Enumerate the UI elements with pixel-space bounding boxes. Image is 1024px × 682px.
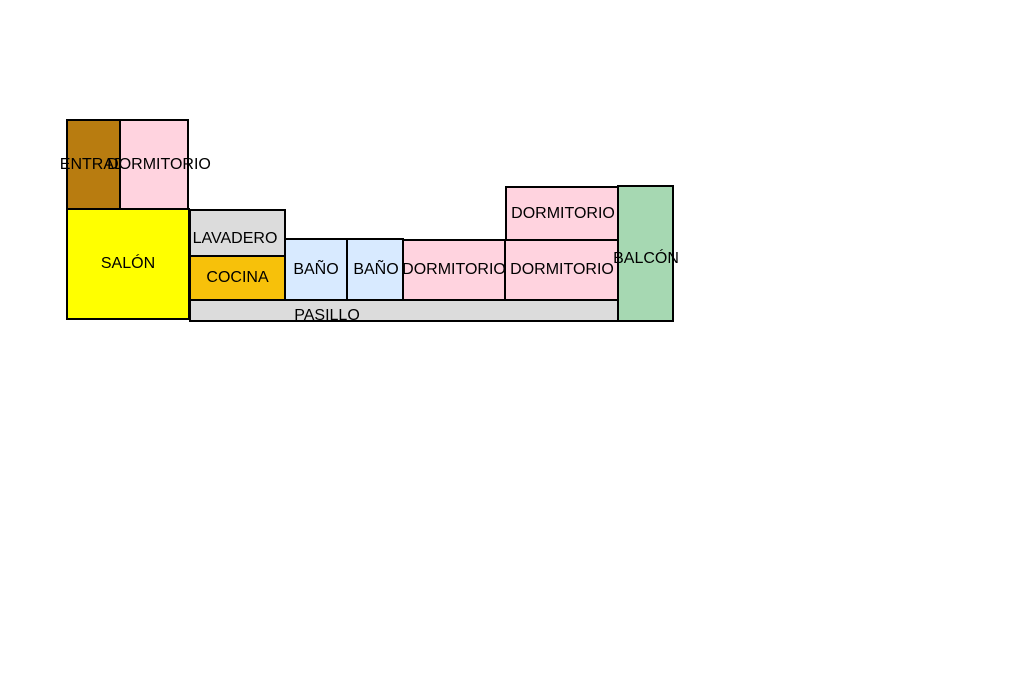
room-cocina: COCINA bbox=[189, 255, 286, 301]
room-label-bano-1: BAÑO bbox=[293, 260, 339, 278]
room-label-bano-2: BAÑO bbox=[353, 260, 399, 278]
room-bano-1: BAÑO bbox=[284, 238, 348, 301]
room-dormitorio-2: DORMITORIO bbox=[402, 239, 506, 301]
room-label-pasillo: PASILLO bbox=[294, 307, 360, 324]
room-label-balcon: BALCÓN bbox=[613, 250, 679, 267]
room-label-entrada: ENTRADA bbox=[59, 155, 137, 173]
room-label-dormitorio-2: DORMITORIO bbox=[402, 261, 506, 278]
room-label-lavadero: LAVADERO bbox=[192, 230, 278, 247]
room-label-dormitorio-3: DORMITORIO bbox=[510, 261, 614, 278]
room-salon: SALÓN bbox=[66, 208, 190, 320]
room-lavadero: LAVADERO bbox=[189, 209, 286, 257]
room-dormitorio-1: DORMITORIO bbox=[107, 119, 211, 210]
room-label-salon: SALÓN bbox=[100, 255, 156, 272]
room-entrada: ENTRADA bbox=[60, 119, 136, 210]
room-dormitorio-4: DORMITORIO bbox=[505, 186, 619, 241]
room-label-cocina: COCINA bbox=[206, 269, 269, 286]
room-dormitorio-3: DORMITORIO bbox=[504, 239, 619, 301]
room-bano-2: BAÑO bbox=[346, 238, 404, 301]
room-balcon: BALCÓN bbox=[613, 185, 679, 322]
room-pasillo: PASILLO bbox=[189, 299, 619, 324]
room-label-dormitorio-4: DORMITORIO bbox=[511, 204, 615, 222]
room-label-dormitorio-1: DORMITORIO bbox=[107, 155, 211, 173]
